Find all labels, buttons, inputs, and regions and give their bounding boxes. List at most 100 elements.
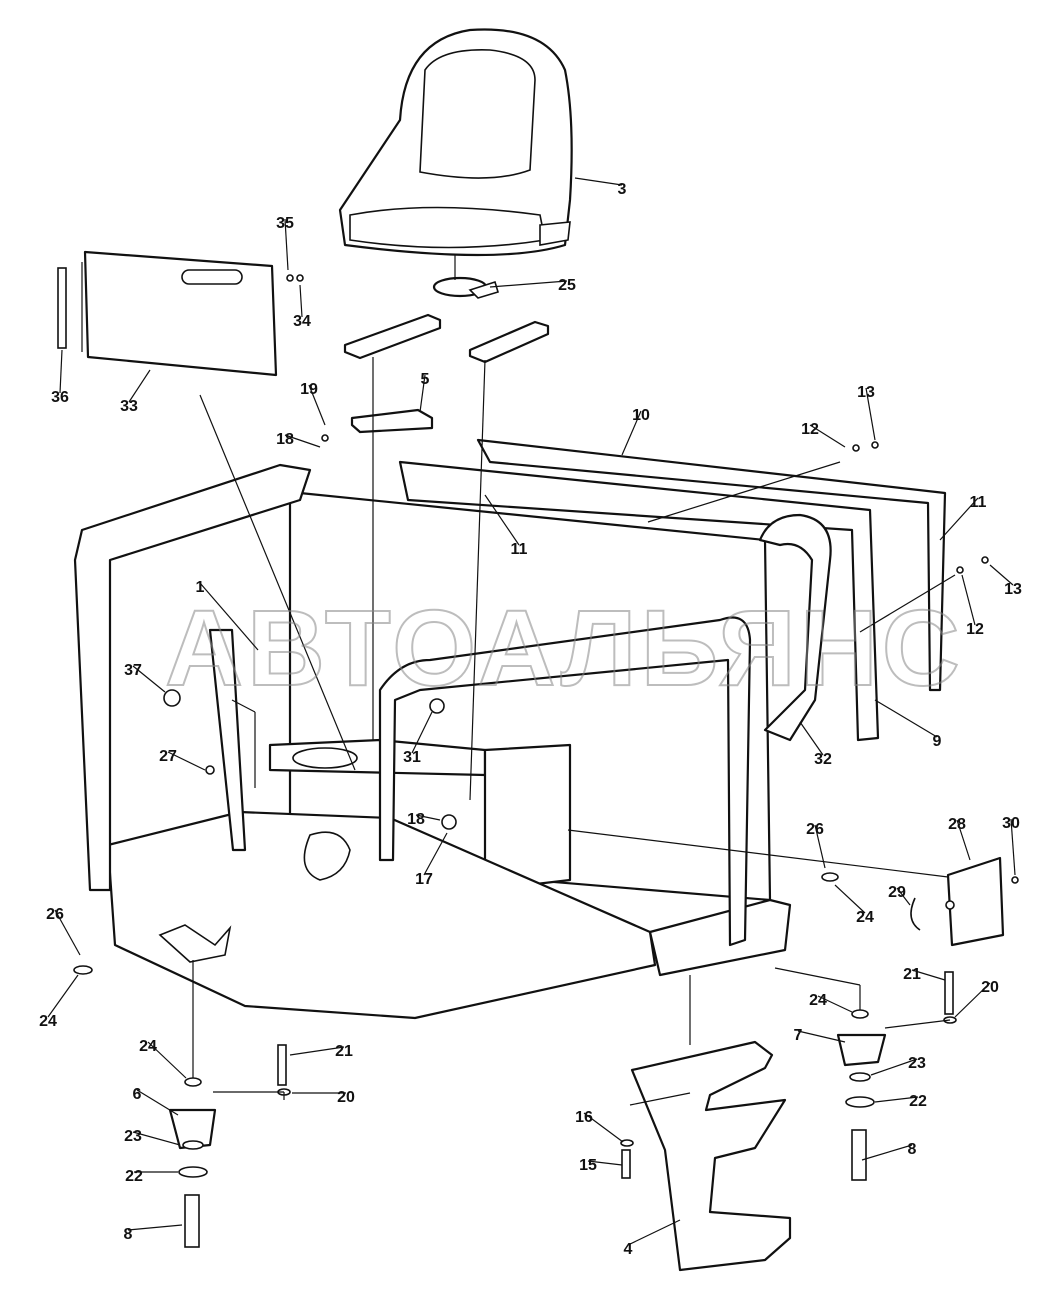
- callout-leader: [289, 1046, 345, 1056]
- callout-leader: [47, 974, 79, 1018]
- callout-leader: [911, 969, 946, 981]
- callout-label: 22: [909, 1093, 927, 1110]
- callout-label: 21: [335, 1043, 353, 1060]
- callout-label: 11: [970, 494, 987, 511]
- callout-leader: [127, 1224, 183, 1231]
- callout-label: 24: [809, 992, 827, 1009]
- side-panel: [57, 250, 304, 377]
- callout-leader: [874, 1096, 919, 1103]
- rear-frame-panels: [398, 438, 947, 742]
- callout-label: 24: [39, 1013, 57, 1030]
- callout-label: 33: [120, 398, 138, 415]
- callout-label: 19: [300, 381, 318, 398]
- callout-label: 24: [856, 909, 874, 926]
- callout-label: 11: [511, 541, 528, 558]
- callout-leader: [484, 494, 520, 546]
- callout-label: 23: [124, 1128, 142, 1145]
- callout-label: 4: [624, 1241, 633, 1258]
- callout-leader: [284, 434, 321, 448]
- callout-label: 29: [888, 884, 906, 901]
- callout-label: 13: [1004, 581, 1022, 598]
- callout-leader: [587, 1160, 623, 1166]
- callout-label: 37: [124, 662, 142, 679]
- callout-label: 12: [966, 621, 984, 638]
- seat-swivel: [432, 255, 499, 299]
- callout-label: 24: [139, 1038, 157, 1055]
- callout-leader: [284, 218, 289, 271]
- callout-leader: [423, 832, 448, 876]
- small-parts: [163, 434, 1019, 947]
- callout-leader: [956, 819, 971, 861]
- callout-leader: [54, 909, 81, 956]
- callout-label: 36: [51, 389, 69, 406]
- callout-label: 32: [814, 751, 832, 768]
- callout-label: 5: [421, 371, 430, 388]
- rubber-mount-left: [168, 960, 291, 1248]
- callout-label: 20: [981, 979, 999, 996]
- callout-leader: [167, 751, 206, 771]
- guide-lines: [199, 357, 956, 1100]
- callout-leader: [132, 665, 166, 693]
- callout-labels: 1345678891011111212131315161718181920202…: [39, 177, 1022, 1258]
- callout-leader: [415, 814, 441, 821]
- callout-leader: [627, 1219, 681, 1246]
- watermark: АВТОАЛЬЯНС: [165, 587, 964, 708]
- callout-label: 18: [276, 431, 294, 448]
- callout-leader: [147, 1041, 187, 1079]
- step-ladder: [620, 975, 792, 1272]
- callout-label: 18: [407, 811, 425, 828]
- callout-leader: [814, 824, 826, 869]
- callout-label: 16: [575, 1109, 593, 1126]
- callout-label: 30: [1002, 815, 1020, 832]
- callout-label: 35: [276, 215, 294, 232]
- callout-label: 28: [948, 816, 966, 833]
- callout-label: 6: [133, 1086, 142, 1103]
- callout-leader: [954, 982, 991, 1018]
- callout-label: 25: [558, 277, 576, 294]
- seat: [338, 28, 573, 257]
- callout-label: 7: [794, 1027, 803, 1044]
- callout-leader: [419, 374, 426, 413]
- callout-leader: [308, 384, 326, 426]
- callout-leader: [865, 387, 876, 441]
- callout-leader: [939, 497, 979, 541]
- callout-label: 3: [618, 181, 627, 198]
- callout-label: 8: [124, 1226, 133, 1243]
- callout-label: 27: [159, 748, 177, 765]
- callout-leader: [797, 1030, 846, 1043]
- callout-label: 9: [933, 733, 942, 750]
- callout-label: 23: [908, 1055, 926, 1072]
- callout-label: 15: [579, 1157, 597, 1174]
- callout-leader: [817, 995, 853, 1013]
- cab-body: [106, 490, 792, 1020]
- callout-label: 21: [903, 966, 921, 983]
- callout-leader: [136, 1089, 179, 1116]
- callout-leader: [989, 564, 1014, 586]
- roll-bars: [73, 463, 832, 947]
- callout-leader: [199, 582, 259, 651]
- callout-leader: [861, 1144, 913, 1161]
- rubber-mount-right: [73, 872, 957, 1181]
- callout-leader: [132, 1131, 181, 1146]
- callout-label: 13: [857, 384, 875, 401]
- callout-leader: [961, 574, 976, 626]
- callout-label: 17: [415, 871, 433, 888]
- callout-leader: [411, 711, 433, 754]
- callout-leader: [799, 721, 824, 756]
- callout-leader: [870, 1058, 918, 1076]
- callout-leader: [621, 410, 642, 456]
- callout-label: 10: [632, 407, 650, 424]
- callout-label: 12: [801, 421, 819, 438]
- seat-rails: [343, 313, 550, 434]
- callout-leader: [299, 284, 303, 318]
- callout-leader: [583, 1112, 624, 1143]
- callout-label: 31: [403, 749, 421, 766]
- callout-leader: [809, 424, 846, 448]
- callout-label: 8: [908, 1141, 917, 1158]
- callout-label: 1: [196, 579, 205, 596]
- callout-label: 22: [125, 1168, 143, 1185]
- callout-leader: [128, 369, 151, 403]
- callout-leader: [834, 884, 866, 914]
